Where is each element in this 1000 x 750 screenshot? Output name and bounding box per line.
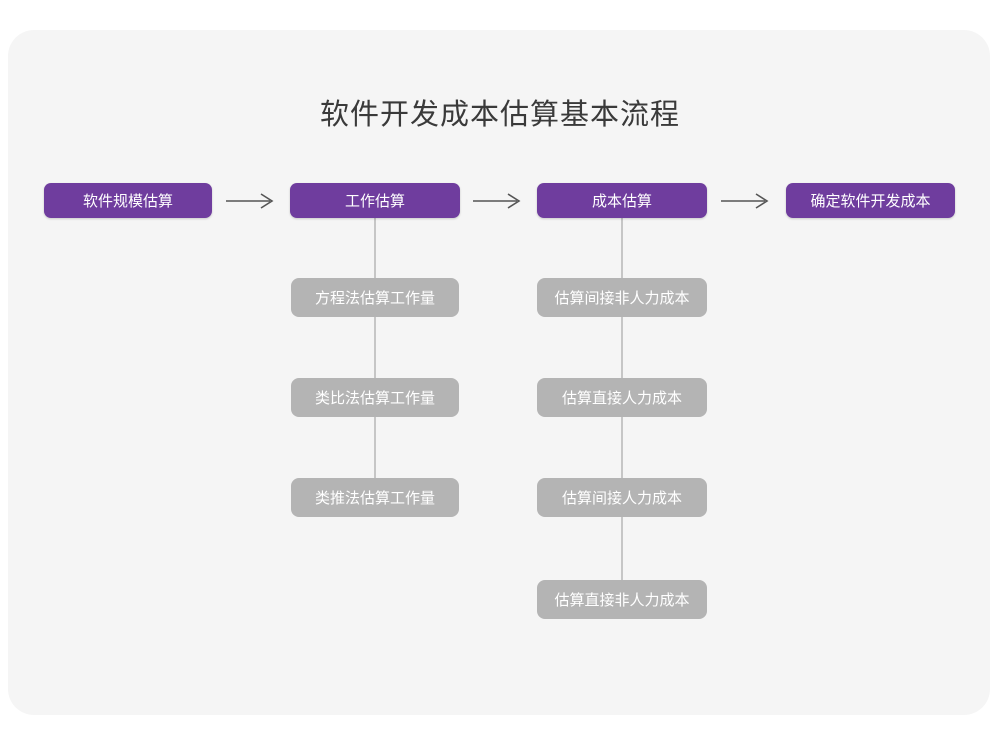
page-title: 软件开发成本估算基本流程 bbox=[319, 97, 680, 131]
sub-node-equation-method-effort[interactable]: 方程法估算工作量 bbox=[291, 278, 459, 317]
flow-node-software-scale-estimation[interactable]: 软件规模估算 bbox=[44, 183, 212, 218]
diagram-card bbox=[8, 30, 990, 715]
sub-node-indirect-nonlabor-cost[interactable]: 估算间接非人力成本 bbox=[537, 278, 707, 317]
flow-node-work-estimation[interactable]: 工作估算 bbox=[290, 183, 460, 218]
arrow-right-icon bbox=[720, 191, 774, 211]
flow-node-cost-estimation[interactable]: 成本估算 bbox=[537, 183, 707, 218]
sub-node-inference-method-effort[interactable]: 类推法估算工作量 bbox=[291, 478, 459, 517]
sub-node-direct-labor-cost[interactable]: 估算直接人力成本 bbox=[537, 378, 707, 417]
sub-node-direct-nonlabor-cost[interactable]: 估算直接非人力成本 bbox=[537, 580, 707, 619]
sub-node-indirect-labor-cost[interactable]: 估算间接人力成本 bbox=[537, 478, 707, 517]
sub-node-analogy-method-effort[interactable]: 类比法估算工作量 bbox=[291, 378, 459, 417]
branch-connector-work-estimation bbox=[374, 218, 376, 480]
arrow-right-icon bbox=[225, 191, 279, 211]
arrow-right-icon bbox=[472, 191, 526, 211]
flow-node-determine-development-cost[interactable]: 确定软件开发成本 bbox=[786, 183, 955, 218]
